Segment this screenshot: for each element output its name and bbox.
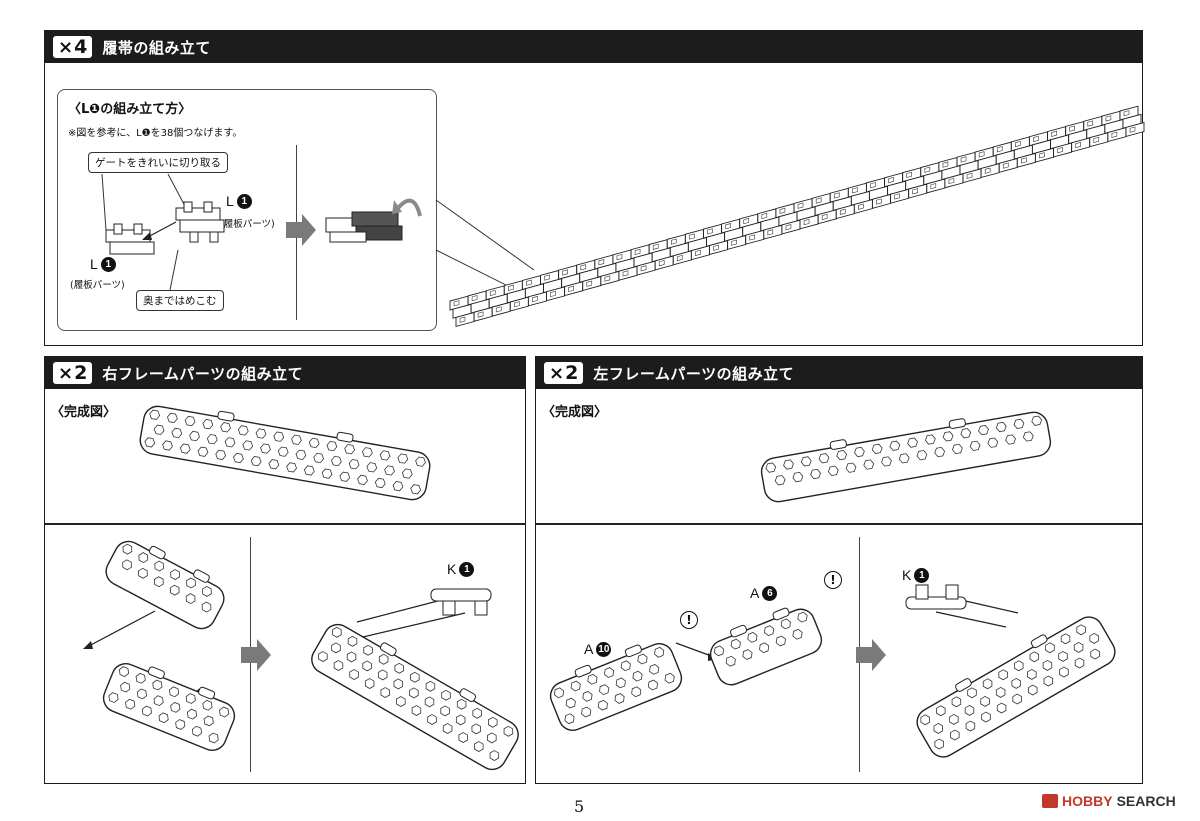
track-link	[721, 218, 747, 250]
track-link	[902, 167, 928, 199]
multiplier-badge: ×2	[544, 362, 584, 384]
assembled-track-chain	[449, 105, 1145, 327]
frame-part-a10	[549, 642, 683, 732]
inset-subhead: 〈L❶の組み立て方〉	[68, 102, 192, 117]
hobby-search-watermark: HOBBY SEARCH	[1042, 793, 1176, 809]
track-link	[540, 269, 565, 302]
caution-icon: !	[824, 571, 842, 589]
callout-press: 奥まではめこむ	[136, 290, 224, 311]
callout-gate: ゲートをきれいに切り取る	[88, 152, 228, 173]
track-link	[847, 182, 873, 214]
l1-assembly-inset: 〈L❶の組み立て方〉 ※図を参考に、L❶を38個つなげます。 ゲートをきれいに切…	[57, 89, 535, 331]
part-label-k1: K 1	[447, 561, 475, 577]
track-link	[1101, 110, 1127, 143]
part-number-badge: 1	[100, 256, 116, 272]
page-number: 5	[574, 797, 585, 816]
left-frame-drawings	[549, 411, 1116, 758]
frame-part-a6	[105, 540, 225, 630]
track-link	[503, 280, 529, 312]
hobby-search-logo-icon	[1042, 794, 1058, 808]
section-divider	[45, 523, 525, 525]
left-frame-header: ×2 左フレームパーツの組み立て	[536, 357, 1142, 389]
right-frame-drawings	[83, 405, 519, 771]
part-label-k1: K 1	[902, 567, 930, 583]
connector-part-k1	[430, 588, 492, 616]
part-label-a6: A 6	[750, 585, 778, 601]
multiplier-badge: ×2	[53, 362, 93, 384]
caution-icon: !	[680, 611, 698, 629]
track-link-drawings	[101, 173, 535, 296]
right-frame-panel: ×2 右フレームパーツの組み立て 〈完成図〉 A 6 A 10 K 1 ! !	[44, 356, 526, 784]
section-title: 履帯の組み立て	[102, 38, 211, 57]
track-link	[793, 198, 819, 230]
completed-right-frame	[139, 405, 431, 501]
track-link	[467, 290, 493, 322]
times-icon: ×	[549, 362, 565, 384]
right-frame-header: ×2 右フレームパーツの組み立て	[45, 357, 525, 389]
track-link	[866, 177, 891, 209]
frame-part-a10	[102, 662, 236, 752]
completed-view-label: 〈完成図〉	[542, 405, 608, 420]
completed-view-label: 〈完成図〉	[51, 405, 117, 420]
left-frame-panel: ×2 左フレームパーツの組み立て 〈完成図〉 A 10 A 6 K 1 ! !	[535, 356, 1143, 784]
part-label-l1-left: L 1	[90, 256, 116, 272]
track-link	[594, 254, 620, 286]
track-link	[1047, 126, 1073, 158]
track-link	[920, 162, 946, 194]
track-link	[630, 244, 656, 276]
track-link	[829, 187, 855, 220]
frame-part-a6	[709, 607, 823, 686]
track-link	[521, 275, 547, 307]
track-link	[884, 172, 910, 204]
track-assembly-panel: ×4 履帯の組み立て 〈L❶の組み立て方〉 ※図を参考に、L❶を38個つなげます…	[44, 30, 1145, 346]
track-link	[1010, 136, 1036, 168]
track-link	[739, 213, 765, 245]
part-label-l1-right: L 1	[226, 193, 252, 209]
completed-left-frame	[760, 411, 1052, 503]
track-link	[684, 228, 710, 261]
track-link	[974, 146, 1000, 179]
section-title: 右フレームパーツの組み立て	[102, 364, 304, 383]
part-desc-left: (履板パーツ)	[70, 280, 125, 291]
connector-part-k1	[905, 584, 967, 610]
track-link	[558, 264, 584, 297]
part-desc-right: (履板パーツ)	[220, 219, 275, 230]
multiplier-badge: ×4	[53, 36, 93, 58]
times-icon: ×	[58, 36, 74, 58]
track-link	[666, 233, 692, 266]
right-frame-assembly	[311, 623, 519, 771]
track-link	[811, 192, 837, 225]
inset-note: ※図を参考に、L❶を38個つなげます。	[68, 128, 243, 139]
track-link	[775, 203, 801, 235]
section-title: 左フレームパーツの組み立て	[593, 364, 795, 383]
part-number-badge: 1	[236, 193, 252, 209]
times-icon: ×	[58, 362, 74, 384]
left-frame-assembly	[916, 616, 1116, 758]
track-link	[1119, 105, 1145, 137]
track-assembly-header: ×4 履帯の組み立て	[45, 31, 1142, 63]
part-label-a10: A 10	[584, 641, 612, 657]
section-divider	[536, 523, 1142, 525]
track-link	[1029, 131, 1054, 163]
